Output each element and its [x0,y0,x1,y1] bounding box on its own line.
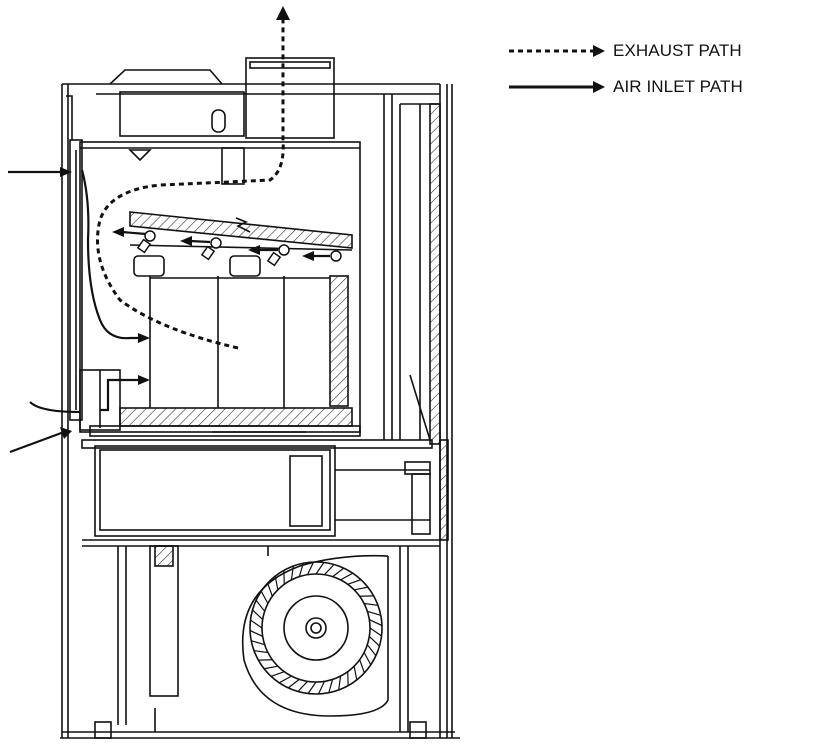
blower-fin [332,567,345,578]
air-inlet-path-arrows [8,167,330,454]
blower-fin [263,665,278,670]
blower-fin [249,629,263,637]
blower-fin [317,681,325,695]
combustion-blower [117,545,409,732]
blower-fin [366,644,377,657]
blower-fin [255,599,266,612]
blower-fin [250,619,263,629]
blower-fin [251,640,265,646]
air-tube-nozzles [136,230,342,267]
blower-fin [278,675,292,684]
front-door [66,95,121,431]
blower-fin [338,676,342,691]
top-collar [90,57,440,139]
right-side-walls [383,94,449,541]
blower-fin [367,610,381,616]
legend-exhaust-path: EXHAUST PATH [507,40,742,62]
blower-fin [353,666,358,681]
legend-air-inlet-path: AIR INLET PATH [507,76,743,98]
blower-fin [315,562,325,575]
blower-fin [270,671,285,677]
blower-fin [368,636,380,647]
blower-fin [307,561,315,575]
blower-fin [324,564,335,576]
legend-air-inlet-label: AIR INLET PATH [613,77,743,96]
blower-fin [307,681,317,694]
blower-fin [369,627,382,637]
blower-fin [340,572,354,581]
exhaust-path-arrow [96,6,290,350]
dashed-arrow-icon [509,45,605,57]
blower-fin [252,609,264,620]
blower-fin [347,579,362,585]
blower-fin [298,563,304,577]
blower-fin [363,652,372,666]
blower-fin [297,680,308,692]
blower-fins [249,561,383,695]
blower-fin [364,602,379,606]
blower-fin [274,575,279,590]
blower-fin [267,582,273,597]
blower-fin [369,619,383,627]
blower-fin [328,679,334,693]
blower-fin [253,650,268,654]
lower-housing [81,374,440,547]
blower-fin [359,659,365,674]
blower-fin [287,678,300,689]
blower-fin [260,590,269,604]
blower-fin [354,586,369,591]
solid-arrow-icon [509,81,605,93]
blower-fin [290,565,294,580]
firebox [79,141,361,437]
legend-exhaust-label: EXHAUST PATH [613,41,742,60]
